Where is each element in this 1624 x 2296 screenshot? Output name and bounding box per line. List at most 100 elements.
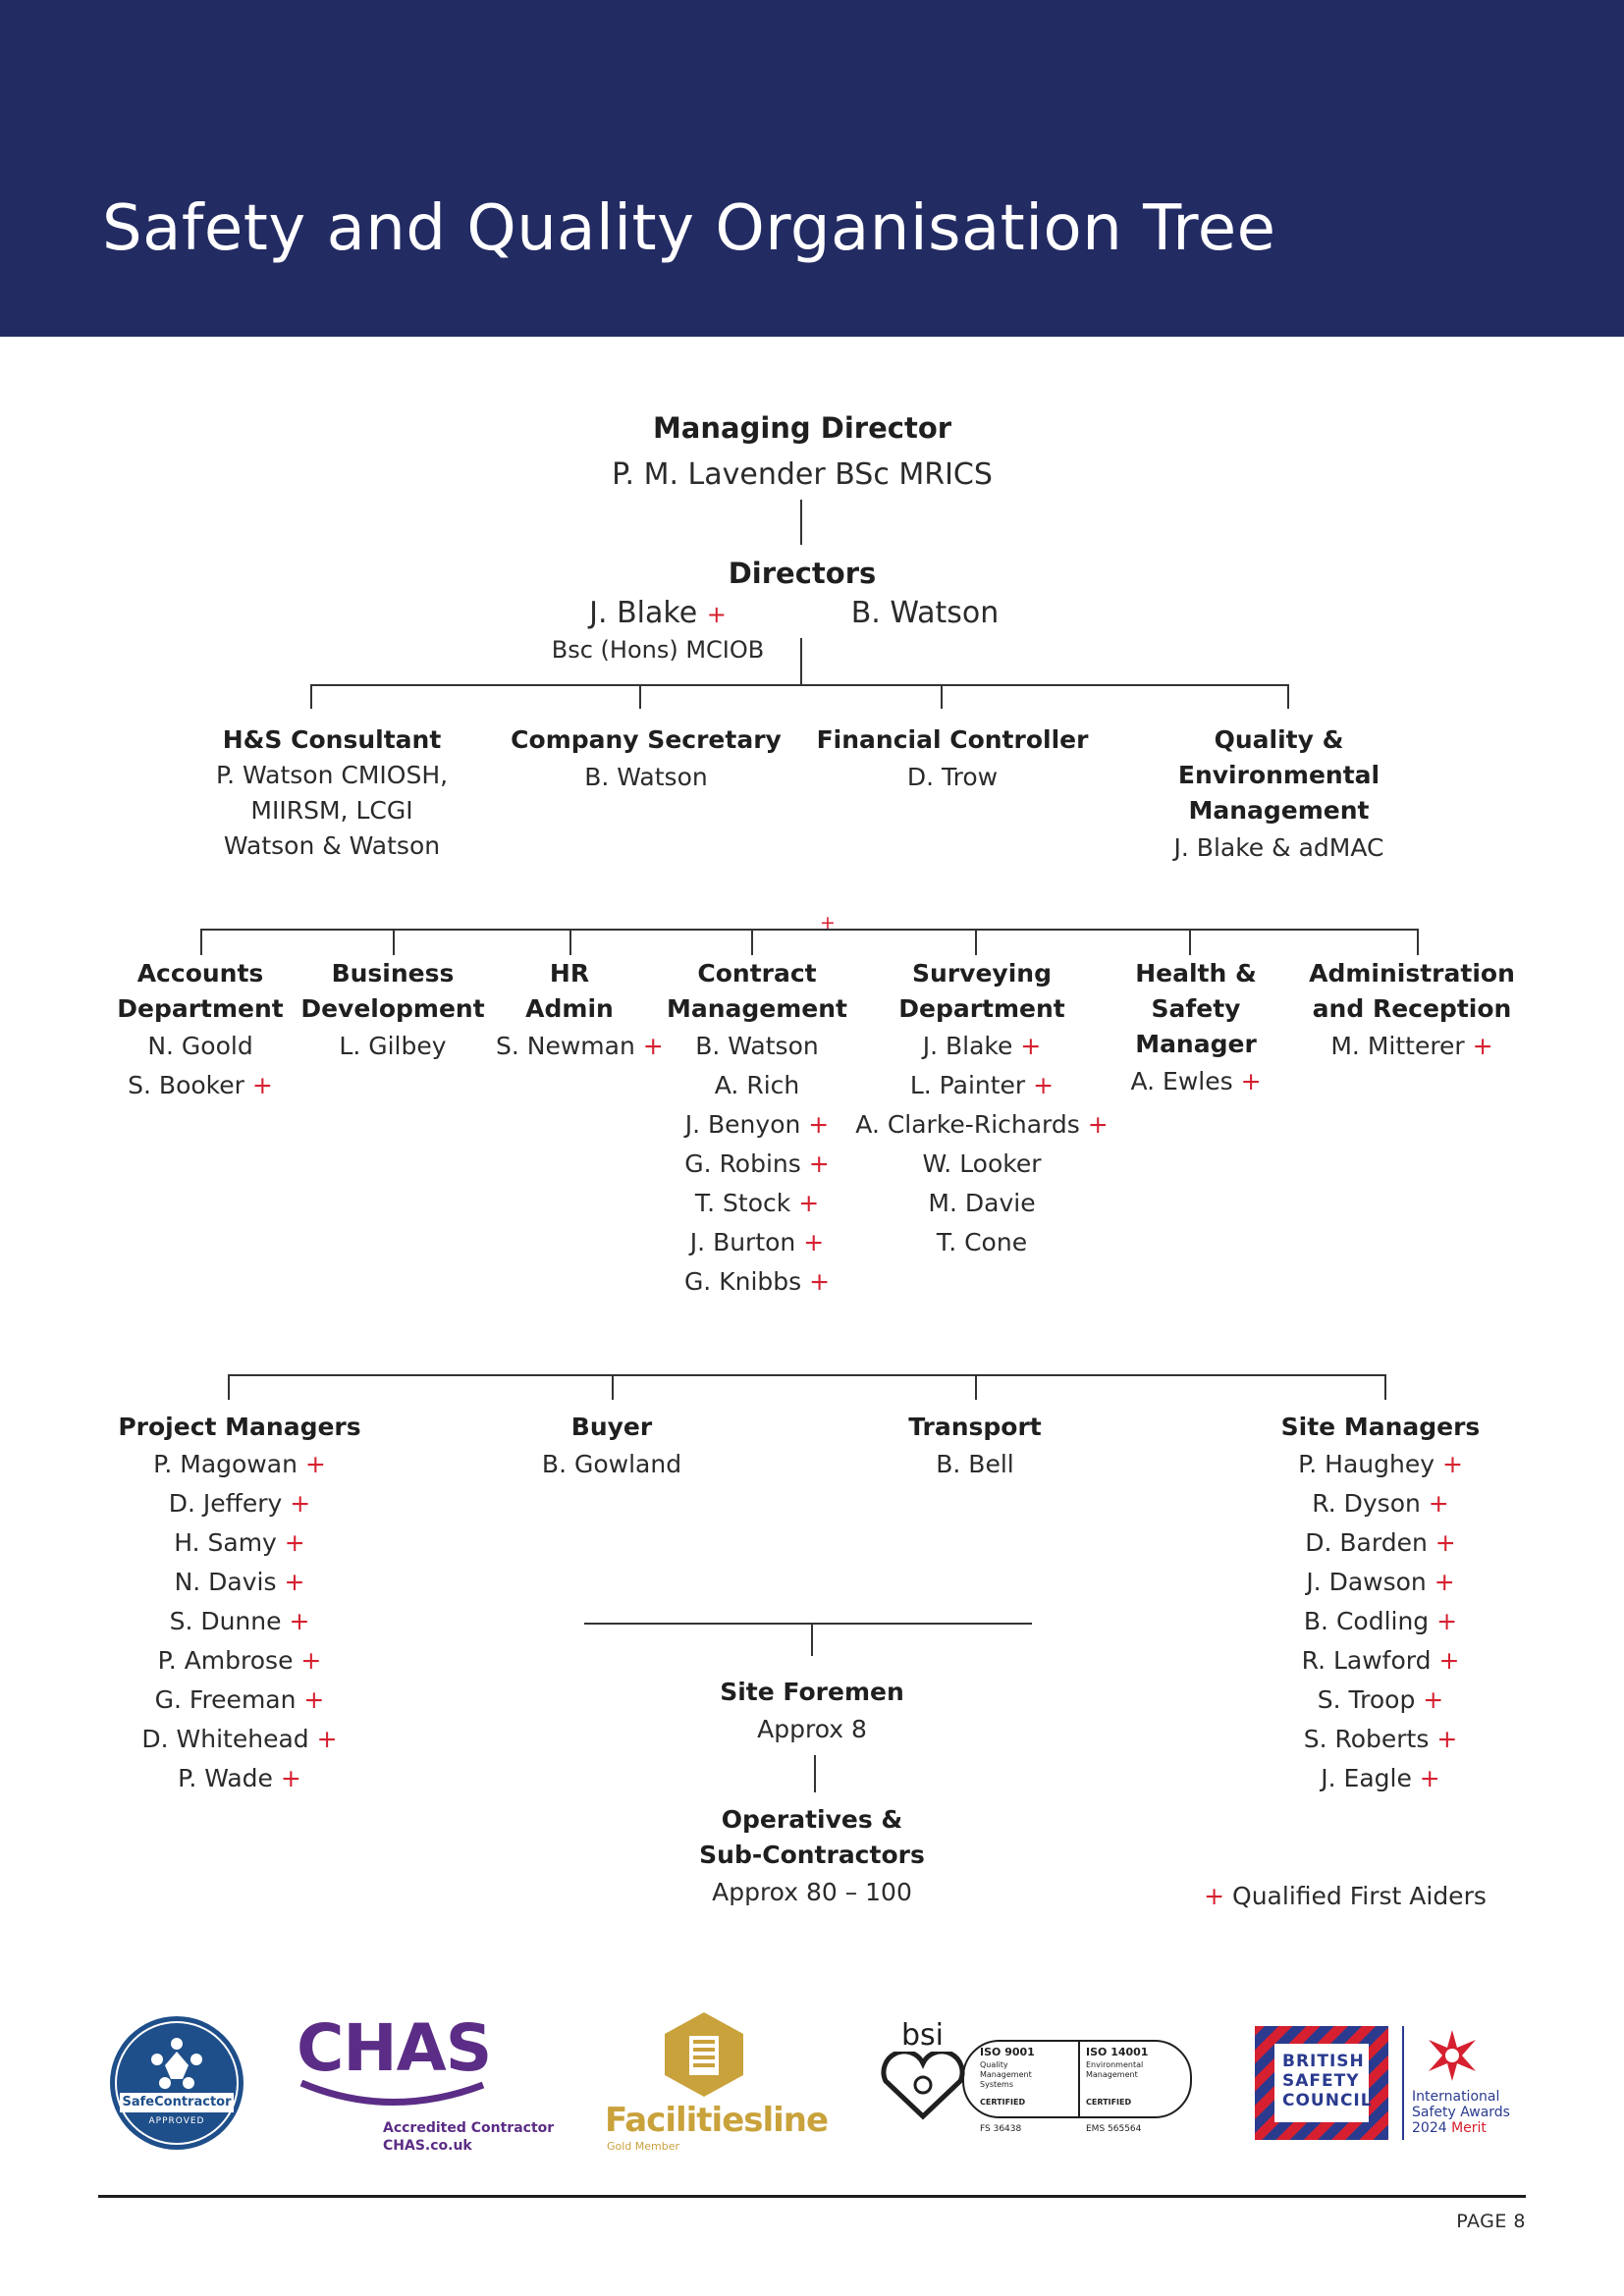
person-name: B. Watson: [695, 1032, 819, 1060]
connector: [800, 638, 802, 684]
first-aider-marker: +: [1240, 1067, 1262, 1095]
first-aider-marker: +: [809, 1267, 831, 1296]
connector: [612, 1374, 614, 1400]
bsi-divider: [1078, 2040, 1080, 2116]
bsi-cert-1-number: FS 36438: [980, 2124, 1022, 2134]
person-name: M. Davie: [928, 1189, 1036, 1217]
first-aider-marker: +: [1472, 1032, 1493, 1060]
connector: [1287, 684, 1289, 709]
first-aider-marker: +: [808, 1149, 830, 1178]
first-aider-marker: +: [1434, 1568, 1455, 1596]
first-aider-marker: +: [251, 1071, 273, 1099]
first-aider-marker: +: [280, 1764, 301, 1792]
person-name: P. Haughey +: [1298, 1450, 1463, 1478]
connector: [310, 684, 1289, 686]
first-aider-marker: +: [1033, 1071, 1055, 1099]
first-aider-marker: +: [1441, 1450, 1463, 1478]
role-title: Development: [300, 994, 485, 1023]
person-name: S. Booker +: [128, 1071, 273, 1099]
person-name: B. Codling +: [1303, 1607, 1458, 1635]
legend-plus: +: [1204, 1882, 1225, 1910]
person-name: G. Freeman +: [154, 1685, 325, 1714]
role-title: Transport: [908, 1413, 1042, 1441]
tier3-node: Project Managers P. Magowan + D. Jeffery +…: [92, 1410, 387, 1798]
connector: [584, 1623, 1032, 1625]
role-title: Department: [898, 994, 1065, 1023]
role-title: Site Managers: [1280, 1413, 1481, 1441]
british-safety-council-logo: BRITISH SAFETY COUNCIL International Saf…: [1253, 2024, 1528, 2152]
connector: [639, 684, 641, 709]
role-title: HR: [549, 959, 590, 988]
role-title: Surveying: [912, 959, 1052, 988]
person-name: D. Jeffery +: [168, 1489, 311, 1518]
role-title: Department: [117, 994, 284, 1023]
bsc-divider: [1402, 2026, 1404, 2140]
person-name: D. Barden +: [1305, 1528, 1456, 1557]
connector: [228, 1374, 230, 1400]
person-name: S. Dunne +: [169, 1607, 310, 1635]
bsi-cert-frame: [962, 2040, 1192, 2118]
md-role: Managing Director: [652, 411, 952, 445]
person-name: S. Roberts +: [1303, 1725, 1458, 1753]
person-name: N. Davis +: [174, 1568, 305, 1596]
first-aider-marker: +: [303, 1685, 325, 1714]
bsc-award-star-icon: [1429, 2030, 1476, 2081]
first-aider-marker: +: [1423, 1685, 1444, 1714]
connector: [1384, 1374, 1386, 1400]
person-name: J. Blake +: [922, 1032, 1042, 1060]
role-title: Safety Manager: [1135, 994, 1257, 1058]
facilitiesline-logo: Facilitiesline Gold Member: [605, 2010, 829, 2158]
connector: [1417, 929, 1419, 955]
page-number: PAGE 8: [1456, 2211, 1526, 2232]
bsi-brand: bsi: [901, 2018, 945, 2053]
person-name: J. Benyon +: [684, 1110, 830, 1139]
person-name: R. Lawford +: [1301, 1646, 1460, 1675]
connector: [1189, 929, 1191, 955]
person-name: L. Painter +: [909, 1071, 1055, 1099]
person-name: T. Cone: [936, 1228, 1028, 1256]
connector: [975, 1374, 977, 1400]
role-title: Project Managers: [118, 1413, 361, 1441]
role-title: Financial Controller: [816, 725, 1089, 754]
first-aider-marker: +: [304, 1450, 326, 1478]
connector: [393, 929, 395, 955]
person-name: L. Gilbey: [339, 1032, 447, 1060]
person-name: R. Dyson +: [1312, 1489, 1449, 1518]
director-blake: J. Blake + Bsc (Hons) MCIOB: [511, 592, 805, 667]
director-name: J. Blake: [589, 596, 698, 630]
first-aider-marker: +: [642, 1032, 664, 1060]
role-title: Health &: [1135, 959, 1257, 988]
person-name: P. Magowan +: [153, 1450, 326, 1478]
role-title: Company Secretary: [511, 725, 782, 754]
director-name: B. Watson: [850, 596, 1000, 630]
footer-rule: [98, 2195, 1526, 2198]
first-aider-marker: +: [1087, 1110, 1109, 1139]
first-aider-marker: +: [1435, 1528, 1456, 1557]
person-name: N. Goold: [147, 1032, 253, 1060]
first-aider-marker: +: [1419, 1764, 1440, 1792]
bsc-award-text: International Safety Awards 2024 Merit: [1412, 2089, 1510, 2136]
first-aider-marker: +: [289, 1607, 310, 1635]
person-name: J. Eagle +: [1321, 1764, 1440, 1792]
md-name: P. M. Lavender BSc MRICS: [612, 457, 993, 492]
role-title: H&S Consultant: [222, 725, 442, 754]
tier3-node: Site Managers P. Haughey + R. Dyson + D. Ba…: [1233, 1410, 1528, 1798]
tier1-quality-env: Quality & Environmental Management J. Bl…: [1173, 725, 1384, 862]
first-aider-marker: +: [1438, 1646, 1460, 1675]
first-aider-marker: +: [798, 1189, 820, 1217]
connector: [814, 1755, 816, 1792]
first-aider-marker: +: [803, 1228, 825, 1256]
safecontractor-logo: SafeContractor APPROVED: [108, 2014, 245, 2152]
site-foremen-node: Site Foremen Approx 8: [720, 1678, 904, 1743]
safecontractor-name: SafeContractor: [122, 2095, 232, 2109]
bsi-logo: bsi ISO 9001 Quality Management Systems …: [874, 2018, 1198, 2150]
role-title: Accounts: [136, 959, 264, 988]
tier1-financial-controller: Financial Controller D. Trow: [805, 722, 1100, 797]
person-name: T. Stock +: [694, 1189, 820, 1217]
first-aider-marker: +: [284, 1528, 305, 1557]
person-name: W. Looker: [922, 1149, 1042, 1178]
